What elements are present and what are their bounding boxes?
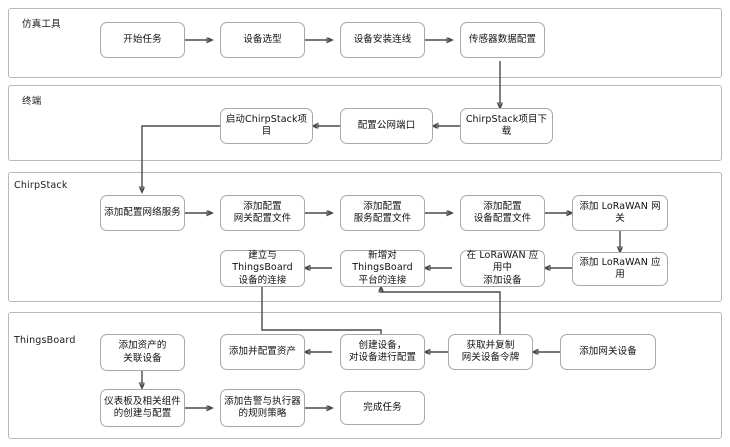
node-label: 设备安装连线 xyxy=(353,33,412,45)
node-add-alarm-actuator-rules[interactable]: 添加告警与执行器的规则策略 xyxy=(220,389,305,427)
node-label: 配置公网端口 xyxy=(357,119,416,131)
node-label: 添加 LoRaWAN 应用 xyxy=(579,256,661,281)
swimlane-label-simulation: 仿真工具 xyxy=(22,19,61,30)
node-label: 启动ChirpStack项目 xyxy=(225,113,308,138)
node-add-configure-asset[interactable]: 添加并配置资产 xyxy=(220,334,305,370)
node-create-configure-device[interactable]: 创建设备，对设备进行配置 xyxy=(340,334,425,370)
node-add-service-profile[interactable]: 添加配置服务配置文件 xyxy=(340,195,425,231)
node-label: 在 LoRaWAN 应用中添加设备 xyxy=(466,249,539,286)
node-label: 开始任务 xyxy=(123,33,162,45)
node-copy-gateway-token[interactable]: 获取并复制网关设备令牌 xyxy=(448,334,533,370)
node-device-install-wiring[interactable]: 设备安装连线 xyxy=(340,22,425,58)
node-add-gateway-device[interactable]: 添加网关设备 xyxy=(560,334,656,370)
node-dashboard-creation-config[interactable]: 仪表板及相关组件的创建与配置 xyxy=(100,389,185,427)
node-label: 设备选型 xyxy=(243,33,282,45)
swimlane-label-chirpstack: ChirpStack xyxy=(14,180,68,191)
node-label: 创建设备，对设备进行配置 xyxy=(348,339,417,364)
node-label: 传感器数据配置 xyxy=(468,33,537,45)
node-label: 添加配置服务配置文件 xyxy=(353,200,412,225)
node-add-lorawan-gateway[interactable]: 添加 LoRaWAN 网关 xyxy=(572,195,668,231)
node-start-chirpstack-project[interactable]: 启动ChirpStack项目 xyxy=(220,108,313,144)
node-add-device-profile[interactable]: 添加配置设备配置文件 xyxy=(460,195,545,231)
node-chirpstack-project-download[interactable]: ChirpStack项目下载 xyxy=(460,108,553,144)
node-label: 添加告警与执行器的规则策略 xyxy=(224,395,301,420)
swimlane-label-thingsboard: ThingsBoard xyxy=(14,335,76,346)
node-label: ChirpStack项目下载 xyxy=(465,113,548,138)
node-add-asset-related-device[interactable]: 添加资产的关联设备 xyxy=(100,334,185,371)
node-label: 添加配置网络服务 xyxy=(104,206,181,218)
node-add-lorawan-application[interactable]: 添加 LoRaWAN 应用 xyxy=(572,252,668,286)
node-add-gateway-profile[interactable]: 添加配置网关配置文件 xyxy=(220,195,305,231)
node-label: 添加并配置资产 xyxy=(228,345,297,357)
node-device-selection[interactable]: 设备选型 xyxy=(220,22,305,58)
node-label: 添加 LoRaWAN 网关 xyxy=(579,200,661,225)
node-sensor-data-config[interactable]: 传感器数据配置 xyxy=(460,22,545,58)
node-label: 完成任务 xyxy=(363,401,402,413)
node-add-device-in-application[interactable]: 在 LoRaWAN 应用中添加设备 xyxy=(460,250,545,287)
node-label: 获取并复制网关设备令牌 xyxy=(461,339,520,364)
node-label: 仪表板及相关组件的创建与配置 xyxy=(104,395,181,420)
node-label: 添加资产的关联设备 xyxy=(118,340,167,364)
node-label: 添加配置设备配置文件 xyxy=(473,200,532,225)
node-label: 添加网关设备 xyxy=(579,345,637,357)
swimlane-label-terminal: 终端 xyxy=(22,96,42,107)
node-configure-public-port[interactable]: 配置公网端口 xyxy=(340,108,433,144)
node-finish-task[interactable]: 完成任务 xyxy=(340,391,425,425)
node-add-network-server[interactable]: 添加配置网络服务 xyxy=(100,195,185,231)
node-label: 添加配置网关配置文件 xyxy=(233,200,292,225)
node-start-task[interactable]: 开始任务 xyxy=(100,22,185,58)
